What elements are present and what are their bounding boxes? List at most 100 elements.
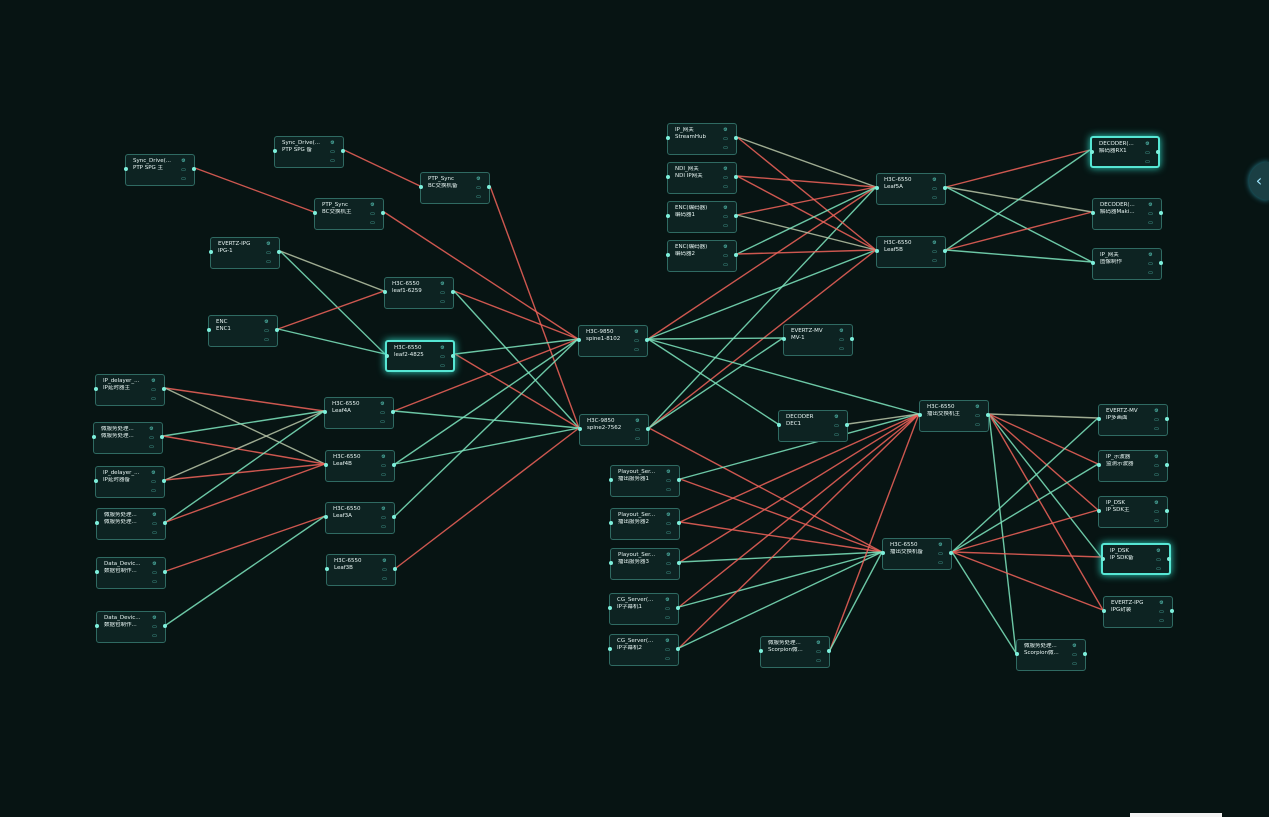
output-port[interactable]: [1159, 211, 1163, 215]
device-node[interactable]: Sync_Drive(...PTP SPG 备⚙▭▭: [273, 136, 345, 168]
link-line[interactable]: [736, 175, 877, 188]
link-line[interactable]: [736, 136, 877, 188]
input-port[interactable]: [95, 570, 99, 574]
input-port[interactable]: [323, 410, 327, 414]
device-node[interactable]: CG_Server(...IP字幕机2⚙▭▭: [608, 634, 680, 666]
link-line[interactable]: [847, 413, 920, 425]
input-port[interactable]: [666, 136, 670, 140]
link-line[interactable]: [383, 211, 579, 340]
link-line[interactable]: [165, 515, 326, 626]
output-port[interactable]: [734, 214, 738, 218]
input-port[interactable]: [777, 423, 781, 427]
link-line[interactable]: [988, 413, 1099, 419]
gear-icon[interactable]: ⚙: [1145, 141, 1150, 147]
link-line[interactable]: [194, 167, 315, 213]
input-port[interactable]: [875, 186, 879, 190]
output-port[interactable]: [163, 521, 167, 525]
output-port[interactable]: [734, 253, 738, 257]
output-port[interactable]: [487, 185, 491, 189]
gear-icon[interactable]: ⚙: [380, 401, 385, 407]
device-node[interactable]: Playout_Ser...播出服务器2⚙▭▭: [609, 508, 681, 540]
output-port[interactable]: [1159, 261, 1163, 265]
input-port[interactable]: [207, 328, 211, 332]
output-port[interactable]: [827, 649, 831, 653]
input-port[interactable]: [385, 354, 389, 358]
link-line[interactable]: [945, 211, 1093, 251]
link-line[interactable]: [647, 337, 784, 340]
output-port[interactable]: [277, 250, 281, 254]
link-line[interactable]: [343, 149, 421, 187]
output-port[interactable]: [943, 249, 947, 253]
link-line[interactable]: [453, 290, 579, 340]
link-line[interactable]: [679, 413, 920, 523]
gear-icon[interactable]: ⚙: [666, 469, 671, 475]
gear-icon[interactable]: ⚙: [181, 158, 186, 164]
input-port[interactable]: [324, 463, 328, 467]
link-line[interactable]: [454, 338, 579, 355]
gear-icon[interactable]: ⚙: [1148, 252, 1153, 258]
link-line[interactable]: [988, 413, 1099, 511]
output-port[interactable]: [986, 413, 990, 417]
device-node[interactable]: IP_示波器监测示波器⚙▭▭: [1097, 450, 1169, 482]
input-port[interactable]: [383, 290, 387, 294]
gear-icon[interactable]: ⚙: [665, 597, 670, 603]
input-port[interactable]: [94, 387, 98, 391]
gear-icon[interactable]: ⚙: [382, 558, 387, 564]
output-port[interactable]: [677, 478, 681, 482]
link-line[interactable]: [945, 249, 1093, 263]
gear-icon[interactable]: ⚙: [330, 140, 335, 146]
link-line[interactable]: [679, 551, 883, 563]
output-port[interactable]: [275, 328, 279, 332]
link-line[interactable]: [164, 387, 326, 465]
link-line[interactable]: [736, 249, 877, 255]
input-port[interactable]: [1097, 417, 1101, 421]
input-port[interactable]: [1097, 463, 1101, 467]
gear-icon[interactable]: ⚙: [834, 414, 839, 420]
input-port[interactable]: [881, 551, 885, 555]
gear-icon[interactable]: ⚙: [476, 176, 481, 182]
link-line[interactable]: [395, 427, 580, 569]
output-port[interactable]: [163, 570, 167, 574]
input-port[interactable]: [577, 338, 581, 342]
input-port[interactable]: [273, 149, 277, 153]
gear-icon[interactable]: ⚙: [666, 552, 671, 558]
link-line[interactable]: [736, 186, 877, 216]
link-line[interactable]: [678, 413, 920, 608]
output-port[interactable]: [163, 624, 167, 628]
output-port[interactable]: [1165, 509, 1169, 513]
output-port[interactable]: [645, 338, 649, 342]
output-port[interactable]: [845, 423, 849, 427]
gear-icon[interactable]: ⚙: [1156, 548, 1161, 554]
gear-icon[interactable]: ⚙: [1148, 202, 1153, 208]
link-line[interactable]: [279, 250, 386, 355]
output-port[interactable]: [160, 435, 164, 439]
output-port[interactable]: [392, 515, 396, 519]
output-port[interactable]: [1165, 417, 1169, 421]
link-line[interactable]: [164, 463, 326, 481]
gear-icon[interactable]: ⚙: [151, 470, 156, 476]
output-port[interactable]: [1083, 652, 1087, 656]
output-port[interactable]: [677, 561, 681, 565]
output-port[interactable]: [162, 479, 166, 483]
link-line[interactable]: [165, 463, 326, 523]
link-line[interactable]: [394, 338, 579, 517]
input-port[interactable]: [1102, 609, 1106, 613]
input-port[interactable]: [1091, 211, 1095, 215]
input-port[interactable]: [1097, 509, 1101, 513]
input-port[interactable]: [209, 250, 213, 254]
gear-icon[interactable]: ⚙: [932, 177, 937, 183]
link-line[interactable]: [945, 186, 1093, 263]
link-line[interactable]: [988, 413, 1099, 465]
gear-icon[interactable]: ⚙: [152, 561, 157, 567]
gear-icon[interactable]: ⚙: [839, 328, 844, 334]
output-port[interactable]: [393, 567, 397, 571]
gear-icon[interactable]: ⚙: [665, 638, 670, 644]
